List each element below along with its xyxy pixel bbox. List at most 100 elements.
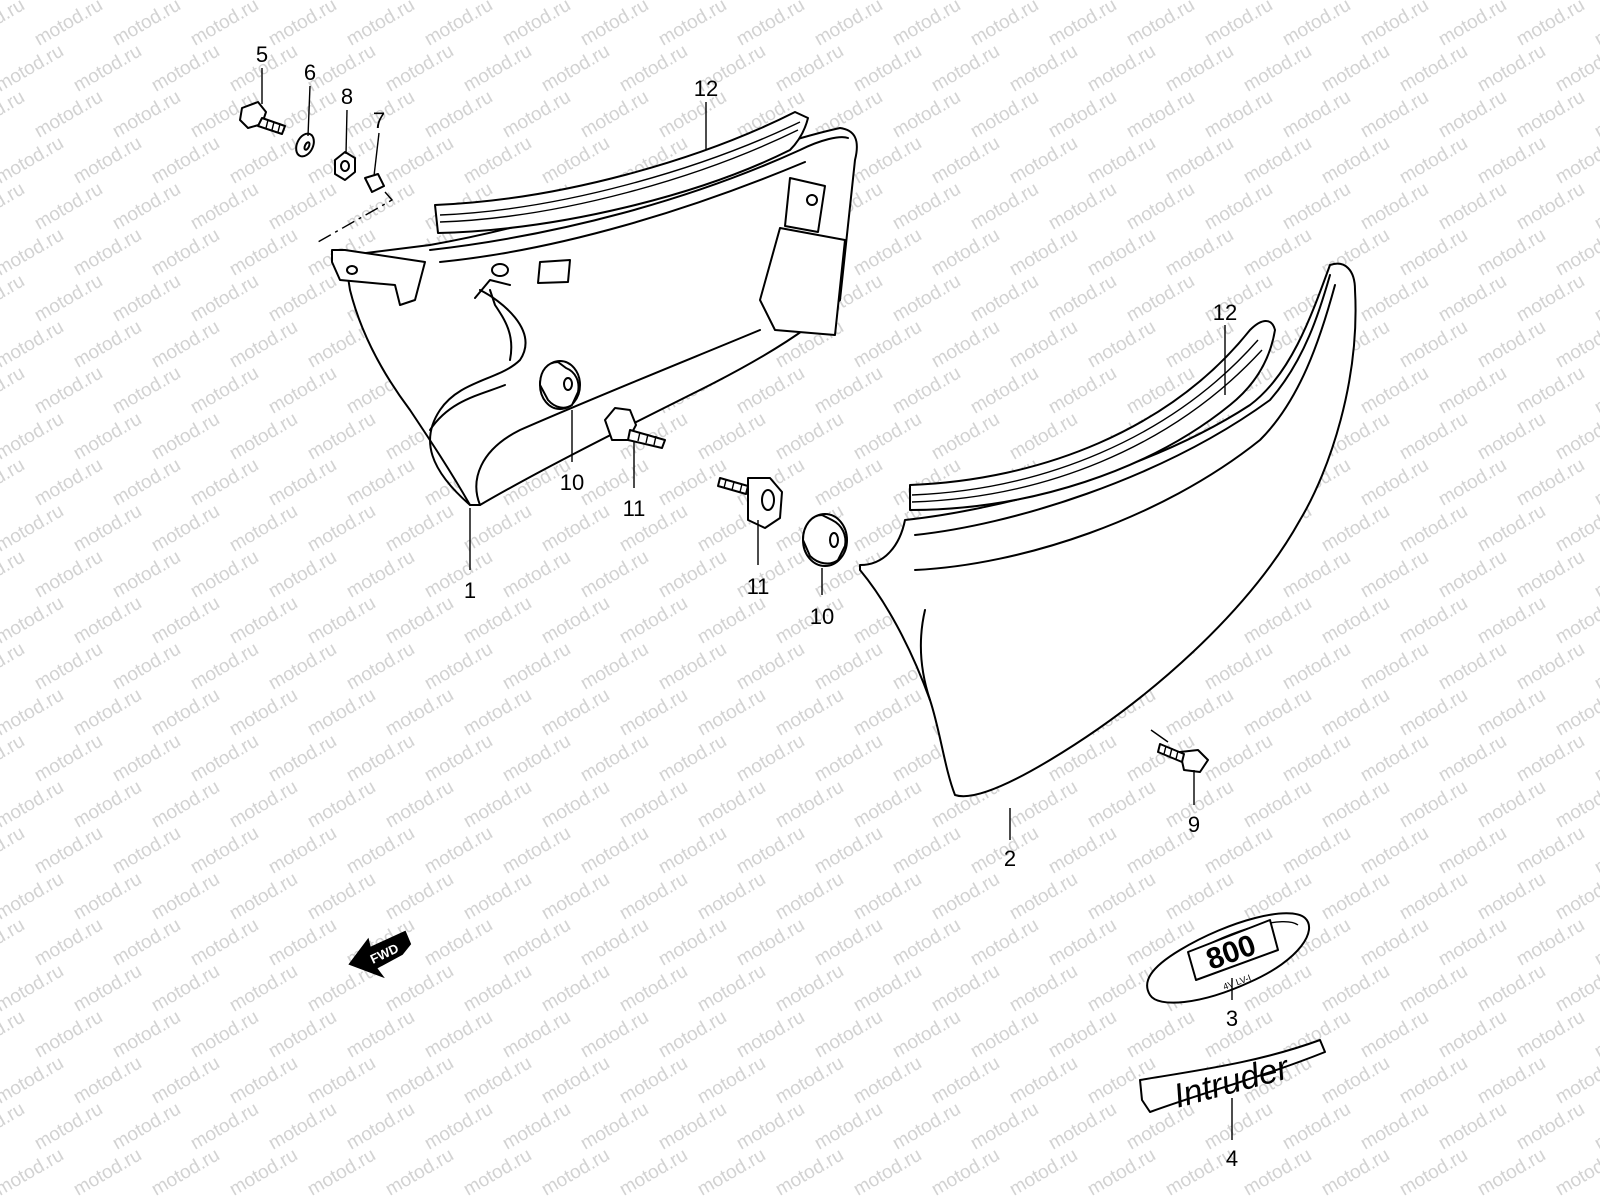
watermark-text: motod.ru	[1357, 0, 1432, 50]
watermark-text: motod.ru	[148, 317, 223, 373]
watermark-text: motod.ru	[460, 685, 535, 741]
watermark-text: motod.ru	[0, 547, 28, 603]
watermark-text: motod.ru	[382, 41, 457, 97]
watermark-text: motod.ru	[148, 225, 223, 281]
watermark-text: motod.ru	[1591, 915, 1600, 971]
watermark-text: motod.ru	[577, 0, 652, 50]
watermark-text: motod.ru	[499, 823, 574, 879]
watermark-text: motod.ru	[226, 777, 301, 833]
watermark-text: motod.ru	[421, 823, 496, 879]
watermark-text: motod.ru	[1513, 179, 1588, 235]
watermark-text: motod.ru	[694, 1145, 769, 1200]
watermark-text: motod.ru	[1474, 501, 1549, 557]
watermark-text: motod.ru	[0, 133, 67, 189]
watermark-text: motod.ru	[460, 41, 535, 97]
watermark-text: motod.ru	[226, 317, 301, 373]
callout-1: 1	[464, 578, 476, 603]
watermark-text: motod.ru	[226, 1145, 301, 1200]
watermark-text: motod.ru	[1435, 363, 1510, 419]
watermark-text: motod.ru	[811, 639, 886, 695]
watermark-text: motod.ru	[1357, 271, 1432, 327]
assembly-line	[317, 191, 394, 243]
watermark-text: motod.ru	[1318, 1145, 1393, 1200]
watermark-text: motod.ru	[928, 41, 1003, 97]
watermark-text: motod.ru	[1240, 777, 1315, 833]
watermark-text: motod.ru	[1201, 179, 1276, 235]
watermark-text: motod.ru	[811, 455, 886, 511]
watermark-text: motod.ru	[1357, 87, 1432, 143]
watermark-text: motod.ru	[0, 1007, 28, 1063]
watermark-text: motod.ru	[1162, 41, 1237, 97]
watermark-text: motod.ru	[1591, 1007, 1600, 1063]
watermark-text: motod.ru	[811, 1007, 886, 1063]
watermark-text: motod.ru	[0, 1145, 67, 1200]
watermark-text: motod.ru	[577, 87, 652, 143]
watermark-text: motod.ru	[499, 1007, 574, 1063]
watermark-text: motod.ru	[304, 593, 379, 649]
watermark-text: motod.ru	[1045, 823, 1120, 879]
watermark-text: motod.ru	[109, 363, 184, 419]
watermark-text: motod.ru	[0, 409, 67, 465]
watermark-text: motod.ru	[538, 501, 613, 557]
grommet-10-left	[539, 360, 581, 410]
watermark-text: motod.ru	[226, 869, 301, 925]
watermark-text: motod.ru	[148, 593, 223, 649]
watermark-text: motod.ru	[1513, 731, 1588, 787]
watermark-text: motod.ru	[1279, 179, 1354, 235]
watermark-text: motod.ru	[1591, 455, 1600, 511]
watermark-text: motod.ru	[694, 869, 769, 925]
watermark-text: motod.ru	[1045, 363, 1120, 419]
watermark-text: motod.ru	[889, 179, 964, 235]
watermark-text: motod.ru	[343, 823, 418, 879]
watermark-text: motod.ru	[109, 179, 184, 235]
watermark-text: motod.ru	[1357, 823, 1432, 879]
watermark-text: motod.ru	[187, 363, 262, 419]
watermark-text: motod.ru	[1513, 1099, 1588, 1155]
watermark-text: motod.ru	[1357, 179, 1432, 235]
watermark-text: motod.ru	[0, 1099, 28, 1155]
watermark-text: motod.ru	[1435, 179, 1510, 235]
watermark-text: motod.ru	[850, 225, 925, 281]
watermark-text: motod.ru	[1084, 777, 1159, 833]
watermark-text: motod.ru	[889, 823, 964, 879]
watermark-text: motod.ru	[655, 639, 730, 695]
watermark-text: motod.ru	[70, 961, 145, 1017]
watermark-text: motod.ru	[538, 685, 613, 741]
watermark-text: motod.ru	[967, 1099, 1042, 1155]
watermark-text: motod.ru	[1474, 133, 1549, 189]
callout-4: 4	[1226, 1146, 1238, 1171]
watermark-text: motod.ru	[1318, 685, 1393, 741]
watermark-text: motod.ru	[1006, 961, 1081, 1017]
watermark-text: motod.ru	[0, 685, 67, 741]
watermark-text: motod.ru	[31, 823, 106, 879]
watermark-text: motod.ru	[0, 869, 67, 925]
watermark-text: motod.ru	[1045, 179, 1120, 235]
watermark-text: motod.ru	[0, 0, 28, 50]
watermark-text: motod.ru	[616, 593, 691, 649]
watermark-text: motod.ru	[928, 225, 1003, 281]
watermark-text: motod.ru	[343, 0, 418, 50]
watermark-text: motod.ru	[1006, 869, 1081, 925]
callout-6: 6	[304, 60, 316, 85]
watermark-text: motod.ru	[733, 1099, 808, 1155]
watermark-text: motod.ru	[148, 41, 223, 97]
callout-3: 3	[1226, 1006, 1238, 1031]
watermark-text: motod.ru	[733, 547, 808, 603]
watermark-text: motod.ru	[70, 41, 145, 97]
watermark-text: motod.ru	[1591, 731, 1600, 787]
watermark-text: motod.ru	[148, 409, 223, 465]
watermark-text: motod.ru	[343, 547, 418, 603]
watermark-text: motod.ru	[148, 501, 223, 557]
watermark-text: motod.ru	[850, 685, 925, 741]
callout-11-right: 11	[747, 574, 770, 599]
callout-12-lower: 12	[1213, 300, 1237, 325]
watermark-text: motod.ru	[1045, 271, 1120, 327]
watermark-text: motod.ru	[1318, 133, 1393, 189]
watermark-text: motod.ru	[616, 777, 691, 833]
watermark-text: motod.ru	[733, 1007, 808, 1063]
watermark-text: motod.ru	[70, 593, 145, 649]
watermark-text: motod.ru	[109, 87, 184, 143]
watermark-text: motod.ru	[499, 915, 574, 971]
watermark-text: motod.ru	[1045, 0, 1120, 50]
